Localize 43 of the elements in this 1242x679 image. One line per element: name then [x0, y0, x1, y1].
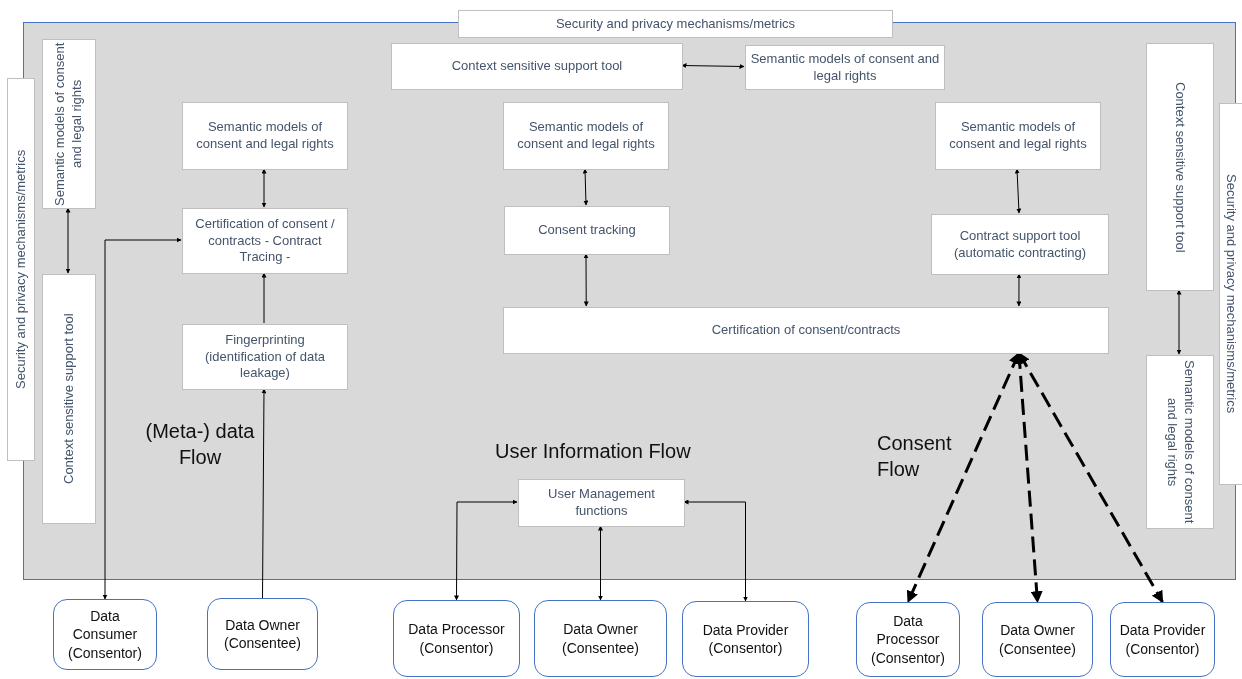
- arrow: [261, 272, 267, 324]
- arrow: [582, 168, 589, 206]
- role-box: Data Owner (Consentee): [982, 602, 1093, 677]
- process-box: Security and privacy mechanisms/metrics: [7, 78, 35, 461]
- process-box: Context sensitive support tool: [1146, 43, 1214, 291]
- role-box: Data Provider (Consentor): [682, 601, 809, 677]
- role-box: Data Owner (Consentee): [207, 598, 318, 670]
- arrow: [102, 237, 182, 600]
- process-box: Certification of consent / contracts - Contract Tracing -: [182, 208, 348, 274]
- process-box: Semantic models of consent and legal rights: [1146, 355, 1214, 529]
- arrow: [65, 207, 71, 274]
- process-box: Semantic models of consent and legal rights: [503, 102, 669, 170]
- arrow: [454, 499, 518, 601]
- flow-label: (Meta-) data Flow: [144, 419, 256, 470]
- role-box: Data Consumer (Consentor): [53, 599, 157, 670]
- process-box: Consent tracking: [504, 206, 670, 255]
- process-box: Semantic models of consent and legal rights: [182, 102, 348, 170]
- process-box: Semantic models of consent and legal rights: [935, 102, 1101, 170]
- arrow: [598, 525, 603, 601]
- process-box: Fingerprinting (identification of data leakage): [182, 324, 348, 390]
- arrow: [681, 63, 745, 69]
- role-box: Data Provider (Consentor): [1110, 602, 1215, 677]
- process-box: Context sensitive support tool: [42, 274, 96, 524]
- process-box: Semantic models of consent and legal rights: [745, 45, 945, 90]
- arrow: [1176, 289, 1182, 355]
- process-box: Security and privacy mechanisms/metrics: [458, 10, 893, 38]
- process-box: User Management functions: [518, 479, 685, 527]
- flow-label: Consent Flow: [877, 431, 953, 482]
- arrow: [261, 388, 267, 599]
- flow-label: User Information Flow: [495, 439, 692, 464]
- arrow: [583, 253, 589, 307]
- role-box: Data Processor (Consentor): [856, 602, 960, 677]
- process-box: Certification of consent/contracts: [503, 307, 1109, 354]
- process-box: Contract support tool (automatic contracting): [931, 214, 1109, 275]
- role-box: Data Owner (Consentee): [534, 600, 667, 677]
- arrow: [261, 168, 267, 208]
- role-box: Data Processor (Consentor): [393, 600, 520, 677]
- arrow: [1014, 168, 1022, 214]
- process-box: Context sensitive support tool: [391, 43, 683, 90]
- process-box: Semantic models of consent and legal rights: [42, 39, 96, 209]
- arrow: [1016, 273, 1022, 307]
- process-box: Security and privacy mechanisms/metrics: [1219, 103, 1242, 485]
- arrow: [683, 499, 748, 602]
